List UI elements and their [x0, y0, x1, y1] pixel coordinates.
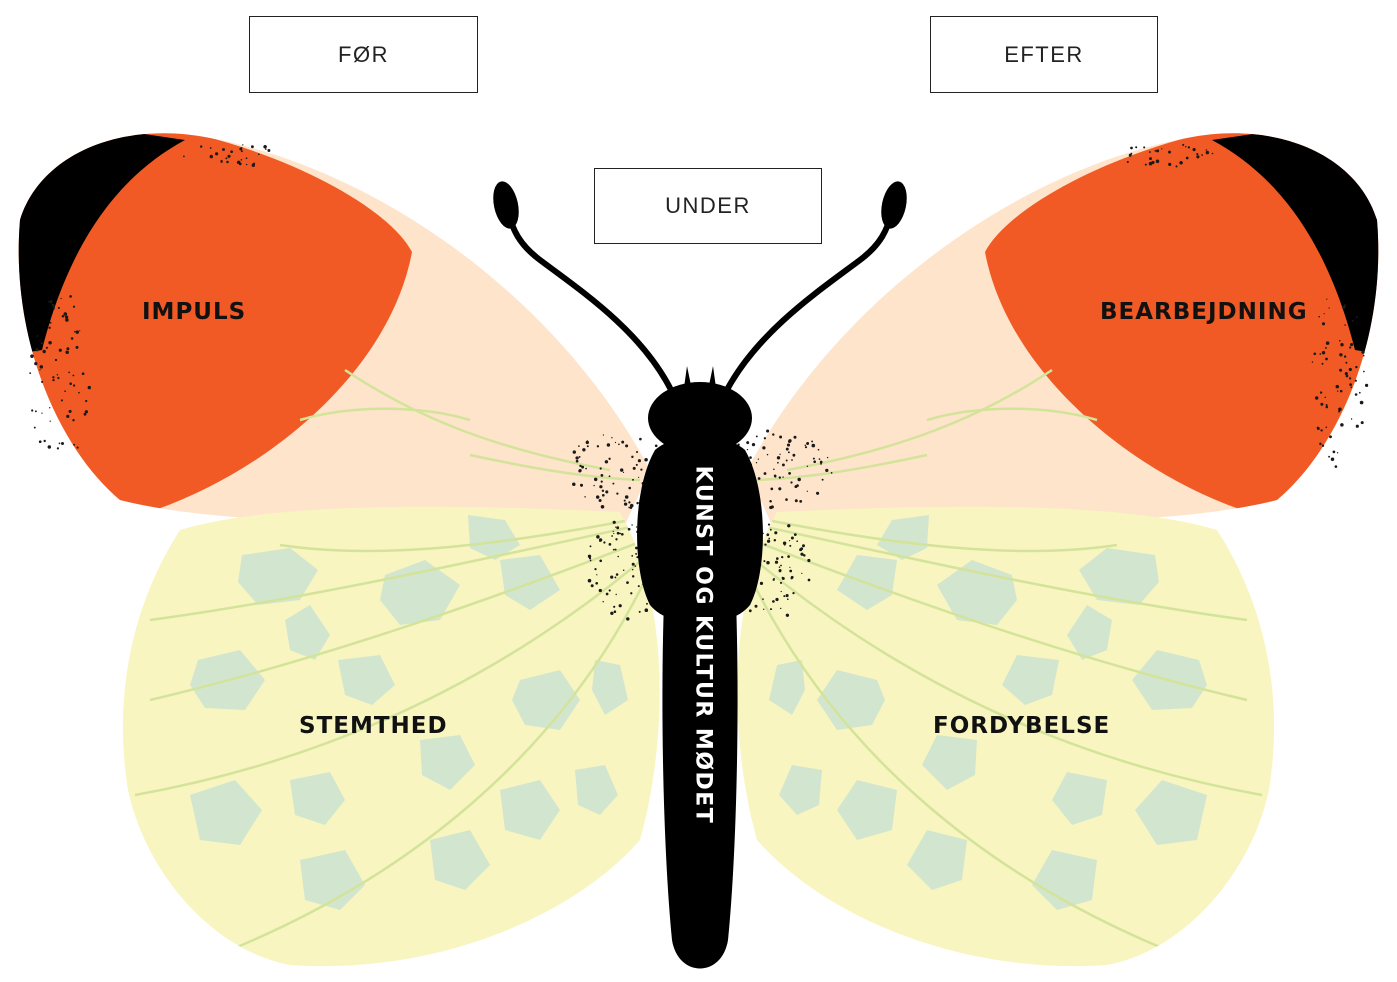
left-wings	[0, 110, 660, 966]
lower-right-wing-label: FORDYBELSE	[933, 713, 1110, 739]
upper-left-wing-label: IMPULS	[142, 299, 246, 325]
lower-left-wing-label: STEMTHED	[299, 713, 448, 739]
phase-after-label: EFTER	[1004, 42, 1084, 68]
phase-during-label: UNDER	[665, 193, 751, 219]
upper-right-wing-label: BEARBEJDNING	[1100, 299, 1308, 325]
phase-before-label: FØR	[338, 42, 389, 68]
phase-during-box: UNDER	[594, 168, 822, 244]
right-wings	[737, 110, 1397, 966]
phase-before-box: FØR	[249, 16, 478, 93]
body-label: KUNST OG KULTUR MØDET	[691, 466, 716, 825]
upper-left-wing	[0, 110, 650, 525]
phase-after-box: EFTER	[930, 16, 1158, 93]
